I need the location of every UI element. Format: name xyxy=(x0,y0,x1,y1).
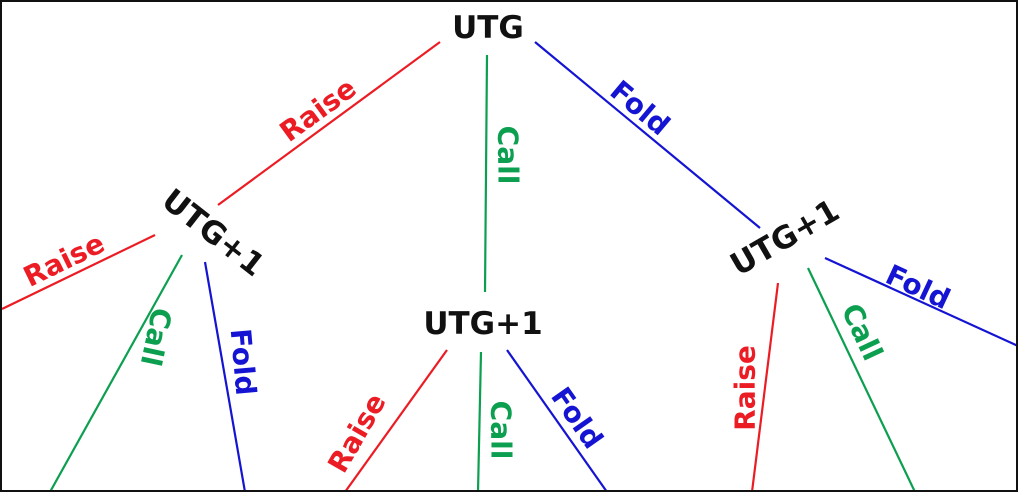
node-root: UTG xyxy=(452,10,524,46)
label-right-raise: Raise xyxy=(729,345,762,431)
edge-right-call xyxy=(807,267,916,490)
edge-middle-call xyxy=(476,351,483,490)
node-right: UTG+1 xyxy=(724,193,845,284)
edge-right-raise xyxy=(751,282,780,490)
label-left-raise: Raise xyxy=(18,226,110,293)
label-left-fold: Fold xyxy=(224,327,263,396)
edge-right-fold xyxy=(824,256,1016,347)
edge-middle-fold xyxy=(506,349,607,490)
label-middle-call: Call xyxy=(485,401,518,460)
label-root-fold: Fold xyxy=(604,74,676,142)
edge-root-call xyxy=(483,54,489,293)
edge-left-call xyxy=(49,254,183,490)
label-right-call: Call xyxy=(835,298,890,365)
node-middle: UTG+1 xyxy=(423,306,542,342)
edge-left-fold xyxy=(203,261,246,490)
label-root-call: Call xyxy=(492,126,525,185)
label-middle-raise: Raise xyxy=(321,388,392,479)
edge-middle-raise xyxy=(345,349,448,490)
edge-root-raise xyxy=(217,41,441,206)
node-left: UTG+1 xyxy=(155,182,271,284)
label-left-call: Call xyxy=(134,305,178,369)
label-right-fold: Fold xyxy=(881,258,956,316)
edge-root-fold xyxy=(534,41,761,229)
edge-left-raise xyxy=(2,234,156,310)
